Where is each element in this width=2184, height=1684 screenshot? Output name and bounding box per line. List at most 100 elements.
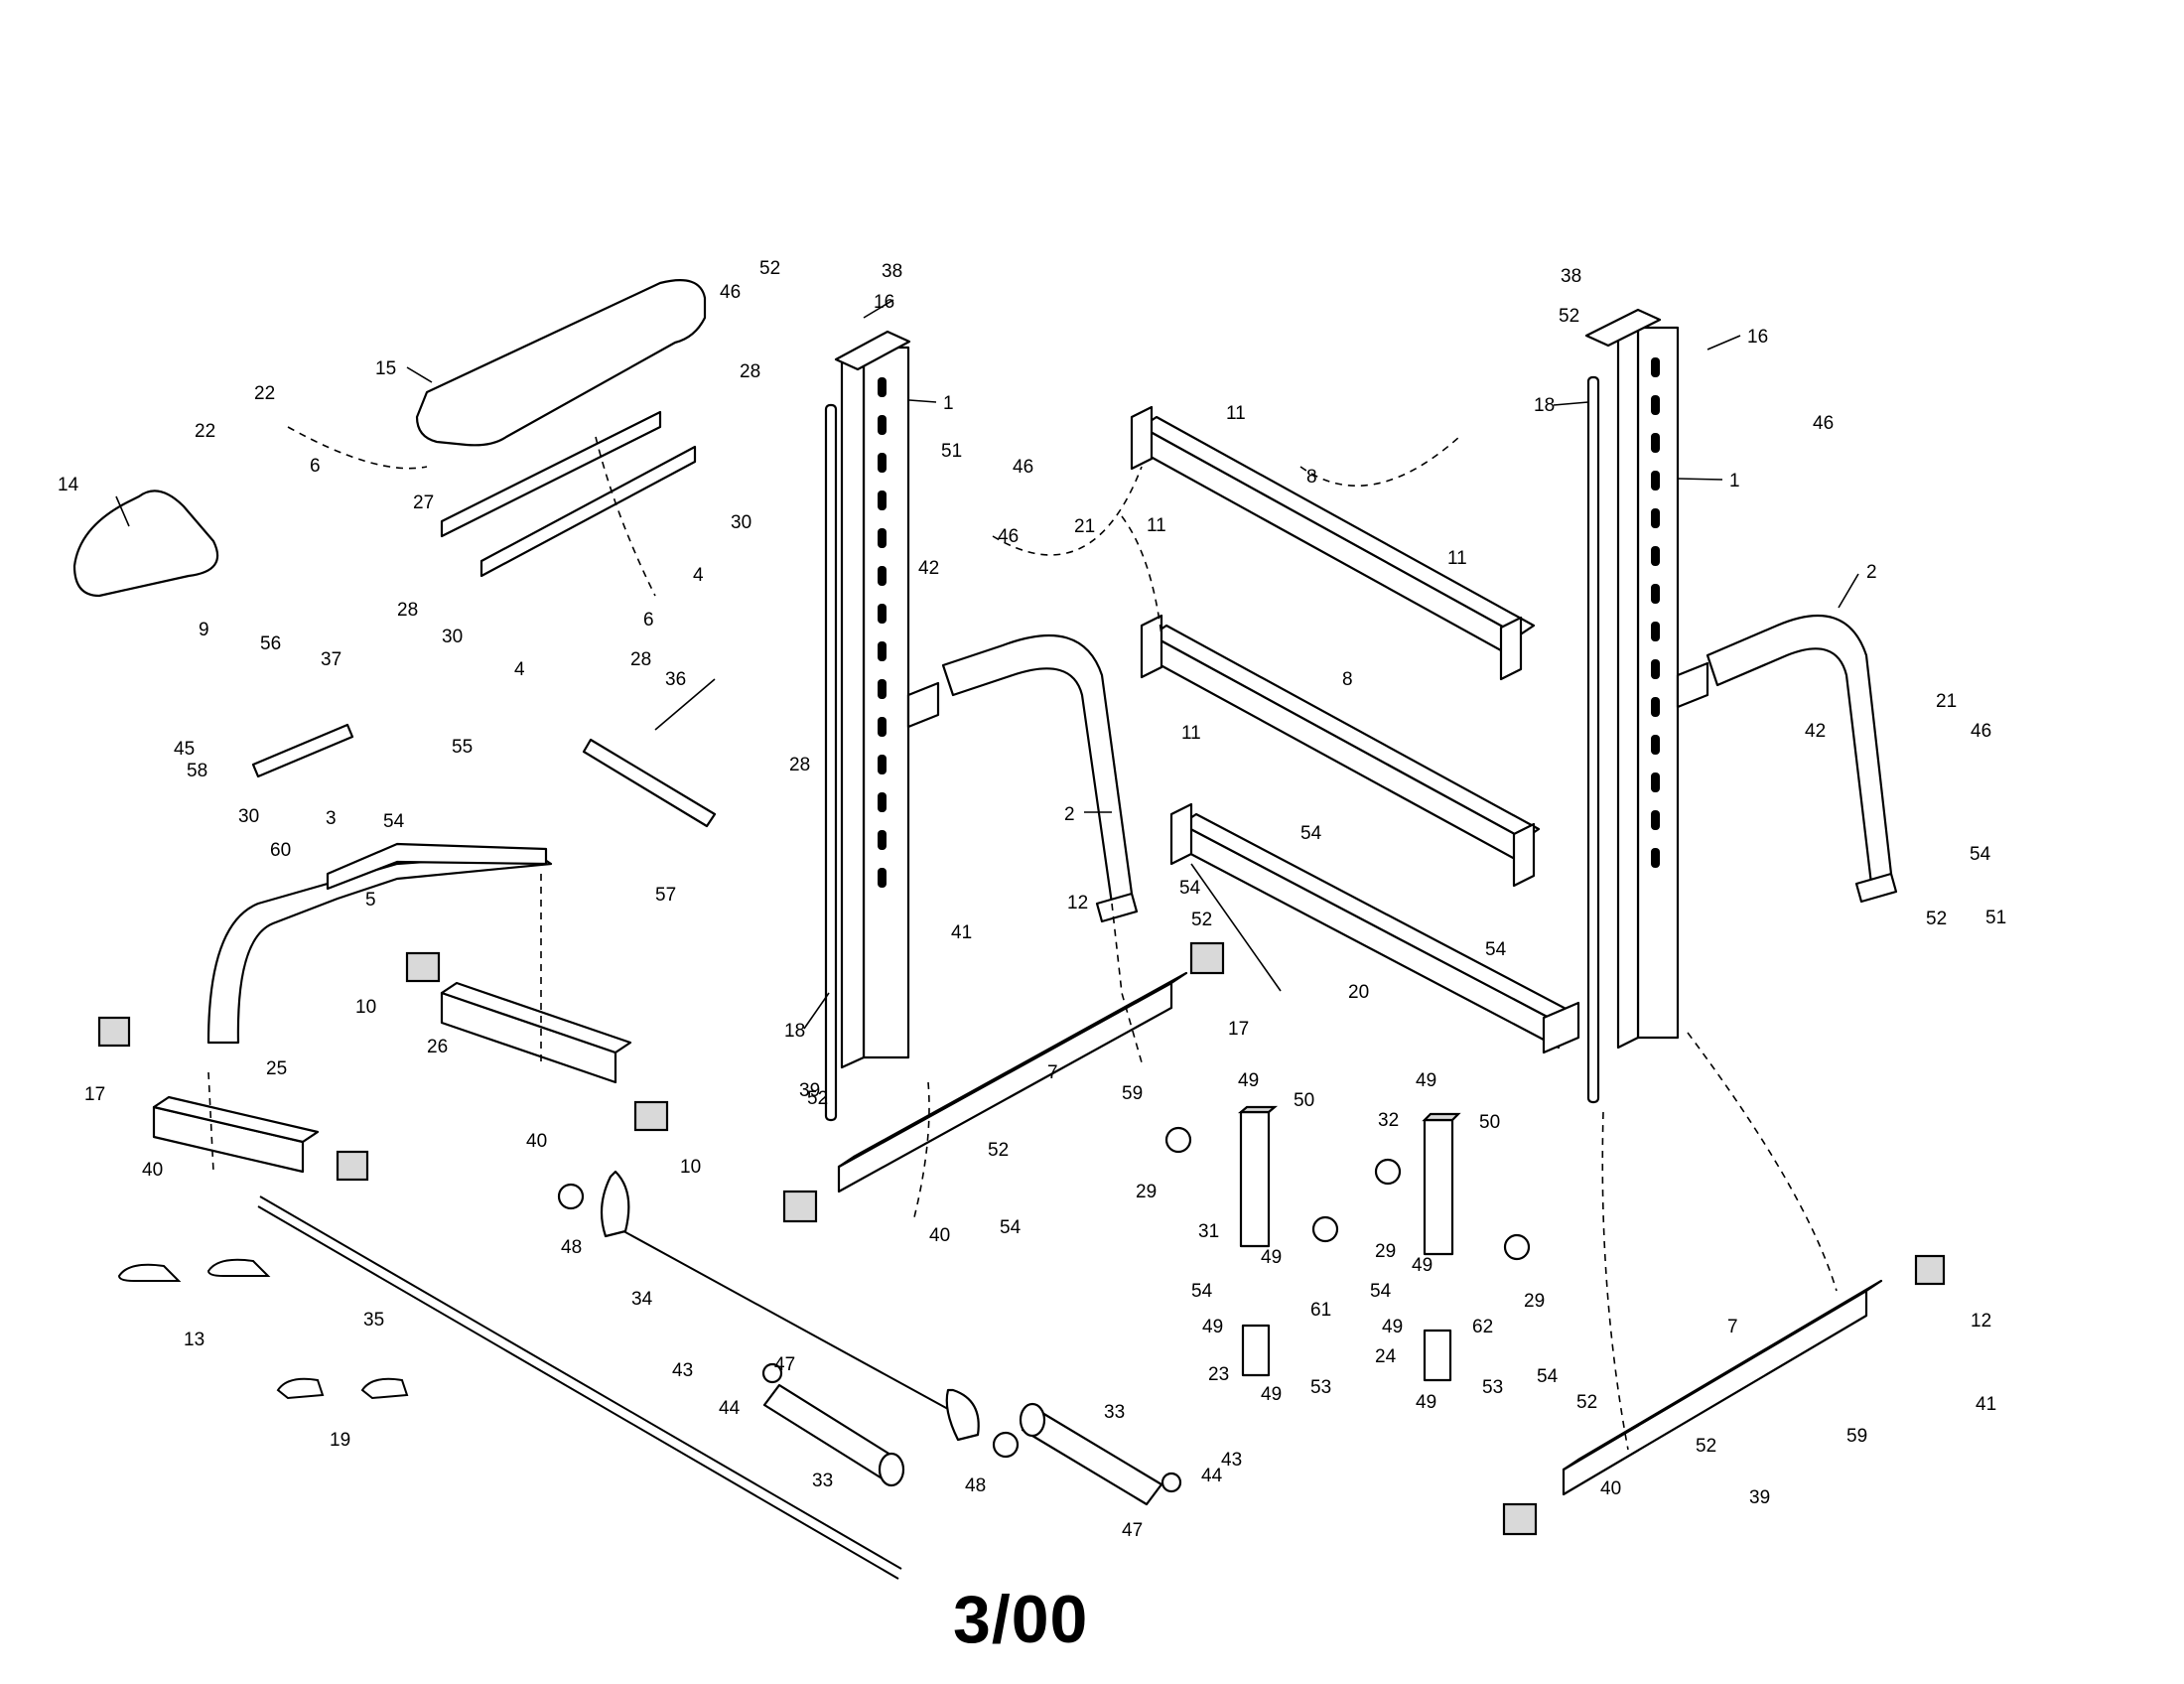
callout: 34 (631, 1289, 653, 1310)
callout: 46 (1013, 457, 1033, 478)
callout: 40 (1600, 1478, 1621, 1499)
callout: 50 (1479, 1112, 1500, 1133)
callout: 9 (199, 620, 209, 640)
callout: 49 (1261, 1247, 1282, 1268)
callout: 46 (1813, 413, 1834, 434)
callout: 43 (1221, 1450, 1242, 1471)
callout: 4 (693, 565, 704, 586)
callout: 40 (142, 1160, 163, 1181)
callout: 29 (1136, 1182, 1157, 1202)
callout: 52 (1926, 909, 1947, 929)
callout: 22 (254, 383, 275, 404)
callout: 54 (1370, 1281, 1392, 1302)
callout: 1 (943, 393, 954, 414)
callout: 54 (383, 811, 405, 832)
callout: 48 (965, 1475, 986, 1496)
callout: 29 (1524, 1291, 1545, 1312)
callout: 30 (442, 627, 463, 647)
callout: 55 (452, 737, 473, 758)
callout: 28 (789, 755, 810, 775)
callout: 53 (1310, 1377, 1331, 1398)
callout: 5 (365, 890, 376, 911)
callout: 11 (1181, 723, 1201, 744)
callout: 11 (1147, 515, 1166, 536)
callout: 39 (799, 1080, 820, 1101)
callout: 19 (330, 1430, 350, 1451)
callout: 4 (514, 659, 525, 680)
callout: 38 (1561, 266, 1581, 287)
callout: 33 (1104, 1402, 1125, 1423)
callout: 54 (1970, 844, 1991, 865)
base-leg-7-right (1562, 1279, 1883, 1496)
callout: 59 (1122, 1083, 1143, 1104)
callout: 48 (561, 1237, 582, 1258)
callout: 44 (1201, 1466, 1223, 1486)
callout: 54 (1179, 878, 1201, 899)
callout: 17 (1228, 1019, 1249, 1040)
bushings (557, 1126, 1531, 1493)
callout: 36 (665, 669, 686, 690)
callout: 21 (1936, 691, 1957, 712)
bench-frame-5 (206, 842, 553, 1045)
callout: 33 (812, 1471, 833, 1491)
left-upright-1 (824, 330, 940, 1122)
callout: 11 (1226, 403, 1246, 424)
callout: 49 (1261, 1384, 1282, 1405)
bracket-24 (1423, 1329, 1452, 1382)
callout: 13 (184, 1330, 205, 1350)
callout: 14 (58, 475, 79, 495)
callout: 54 (1485, 939, 1507, 960)
callout: 52 (1696, 1436, 1716, 1457)
callout: 2 (1064, 804, 1075, 825)
callout: 49 (1416, 1392, 1436, 1413)
spring-clips-13 (117, 1258, 271, 1282)
callout: 10 (680, 1157, 701, 1178)
callout: 25 (266, 1058, 287, 1079)
back-frame-27 (440, 410, 697, 578)
callout: 49 (1202, 1317, 1223, 1337)
callout: 10 (355, 997, 376, 1018)
callout: 51 (1985, 908, 2006, 928)
callout: 12 (1067, 893, 1088, 913)
callout: 37 (321, 649, 341, 670)
callout: 52 (1576, 1392, 1597, 1413)
weight-post-34 (600, 1170, 980, 1442)
callout: 54 (1191, 1281, 1213, 1302)
weight-sleeve-33-a (762, 1383, 905, 1487)
callout: 26 (427, 1037, 448, 1057)
callout: 52 (1559, 306, 1579, 327)
callout: 21 (1074, 516, 1095, 537)
date-code: 3/00 (953, 1582, 1089, 1657)
crossbar-8-middle (1140, 614, 1541, 888)
callout: 52 (807, 1088, 828, 1109)
callout: 50 (1294, 1090, 1314, 1111)
seat-pad-14 (72, 490, 219, 598)
callout: 31 (1198, 1221, 1219, 1242)
callout: 6 (643, 610, 654, 631)
end-caps (97, 941, 1946, 1536)
callout: 49 (1238, 1070, 1259, 1091)
callout: 38 (882, 261, 902, 282)
back-pad-15 (415, 279, 707, 447)
post-31 (1237, 1105, 1279, 1248)
callout: 18 (784, 1021, 805, 1042)
callout: 24 (1375, 1346, 1397, 1367)
weight-sleeve-33-b (1019, 1402, 1163, 1506)
callout: 51 (941, 441, 962, 462)
callout: 45 (174, 739, 195, 760)
crossbar-8-top (1130, 405, 1536, 681)
base-leg-7-left (837, 971, 1188, 1193)
callout: 46 (720, 282, 741, 303)
callout: 8 (1342, 669, 1353, 690)
callout: 6 (310, 456, 321, 477)
callout: 58 (187, 761, 207, 781)
callout: 54 (1000, 1217, 1022, 1238)
callout: 62 (1472, 1317, 1493, 1337)
callout: 18 (1534, 395, 1555, 416)
callout: 60 (270, 840, 291, 861)
callout: 32 (1378, 1110, 1399, 1131)
bar-catch-2-left (941, 633, 1139, 923)
bracket-37 (251, 723, 354, 778)
callout: 49 (1416, 1070, 1436, 1091)
